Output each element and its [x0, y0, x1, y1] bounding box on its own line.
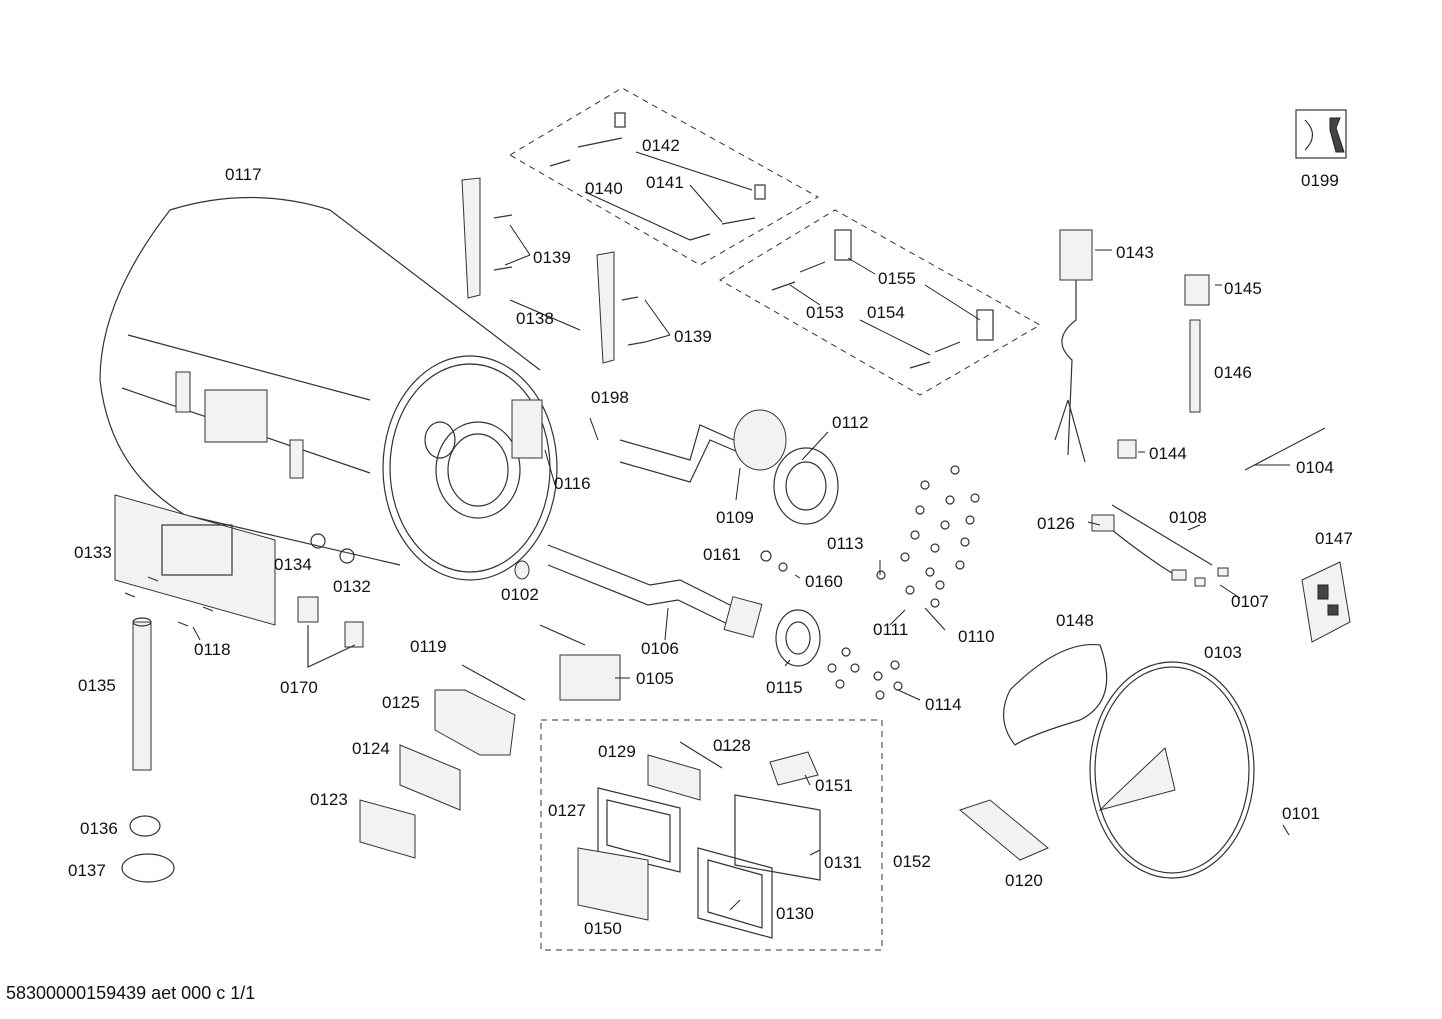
part-number-0150: 0150: [584, 919, 622, 938]
screws-and-nuts: [760, 465, 980, 700]
part-number-0131: 0131: [824, 853, 862, 872]
part-number-0106: 0106: [641, 639, 679, 658]
part-number-0103: 0103: [1204, 643, 1242, 662]
part-number-0146: 0146: [1214, 363, 1252, 382]
part-number-0138: 0138: [516, 309, 554, 328]
part-number-0107: 0107: [1231, 592, 1269, 611]
part-number-0102: 0102: [501, 585, 539, 604]
part-number-0170: 0170: [280, 678, 318, 697]
middle-left-parts: [359, 560, 621, 859]
part-number-0111: 0111: [873, 620, 909, 639]
part-number-0125: 0125: [382, 693, 420, 712]
part-number-0147: 0147: [1315, 529, 1353, 548]
heating-element-lower: [547, 544, 821, 667]
part-number-0124: 0124: [352, 739, 390, 758]
part-number-0115: 0115: [766, 678, 803, 697]
control-pcb: [1301, 561, 1351, 643]
part-number-0105: 0105: [636, 669, 674, 688]
part-number-0109: 0109: [716, 508, 754, 527]
part-number-0112: 0112: [832, 413, 869, 432]
part-number-0126: 0126: [1037, 514, 1075, 533]
part-number-0154: 0154: [867, 303, 905, 322]
part-number-0108: 0108: [1169, 508, 1207, 527]
part-number-0127: 0127: [548, 801, 586, 820]
part-number-0139-upper: 0139: [533, 248, 571, 267]
part-number-0142: 0142: [642, 136, 680, 155]
part-number-0155: 0155: [878, 269, 916, 288]
misc-right-parts: [1117, 109, 1347, 471]
part-number-0161: 0161: [703, 545, 741, 564]
remote-and-screw: [958, 799, 1290, 861]
part-number-0199: 0199: [1301, 171, 1339, 190]
heating-element-upper: [619, 409, 839, 525]
part-number-0139-lower: 0139: [674, 327, 712, 346]
part-number-0160: 0160: [805, 572, 843, 591]
part-number-0153: 0153: [806, 303, 844, 322]
pins-lower: [771, 229, 994, 369]
part-number-0152: 0152: [893, 852, 931, 871]
power-adapter: [1054, 229, 1093, 463]
group-box-0140-0142: [509, 87, 820, 266]
covers-right: [1003, 643, 1255, 879]
part-number-0134: 0134: [274, 555, 312, 574]
part-number-0198: 0198: [591, 388, 629, 407]
part-number-0129: 0129: [598, 742, 636, 761]
part-number-0133: 0133: [74, 543, 112, 562]
part-number-0104: 0104: [1296, 458, 1334, 477]
part-number-0143: 0143: [1116, 243, 1154, 262]
group-box-0152: [540, 719, 883, 951]
part-number-0118: 0118: [194, 640, 231, 659]
leader-lines: [192, 151, 1290, 911]
part-number-0137: 0137: [68, 861, 106, 880]
tank-body: [99, 196, 558, 581]
part-number-0144: 0144: [1149, 444, 1187, 463]
left-parts: [114, 494, 364, 883]
part-number-0132: 0132: [333, 577, 371, 596]
part-number-0151: 0151: [815, 776, 853, 795]
part-number-0136: 0136: [80, 819, 118, 838]
cables: [1091, 504, 1229, 587]
part-number-0110: 0110: [958, 627, 995, 646]
document-footer-code: 58300000159439 aet 000 c 1/1: [6, 983, 256, 1003]
part-number-0119: 0119: [410, 637, 447, 656]
part-number-0128: 0128: [713, 736, 751, 755]
mounting-brackets: [461, 177, 646, 364]
pins-upper: [549, 112, 766, 241]
part-number-0140: 0140: [585, 179, 623, 198]
part-number-0130: 0130: [776, 904, 814, 923]
part-number-0116: 0116: [554, 474, 591, 493]
part-number-0120: 0120: [1005, 871, 1043, 890]
part-number-0141: 0141: [646, 173, 684, 192]
part-number-0123: 0123: [310, 790, 348, 809]
part-number-0114: 0114: [925, 695, 962, 714]
part-number-0145: 0145: [1224, 279, 1262, 298]
part-number-0148: 0148: [1056, 611, 1094, 630]
part-number-0113: 0113: [827, 534, 864, 553]
part-number-0117: 0117: [225, 165, 262, 184]
part-number-0101: 0101: [1282, 804, 1320, 823]
part-number-0135: 0135: [78, 676, 116, 695]
group-box-0153-0155: [719, 209, 1042, 396]
